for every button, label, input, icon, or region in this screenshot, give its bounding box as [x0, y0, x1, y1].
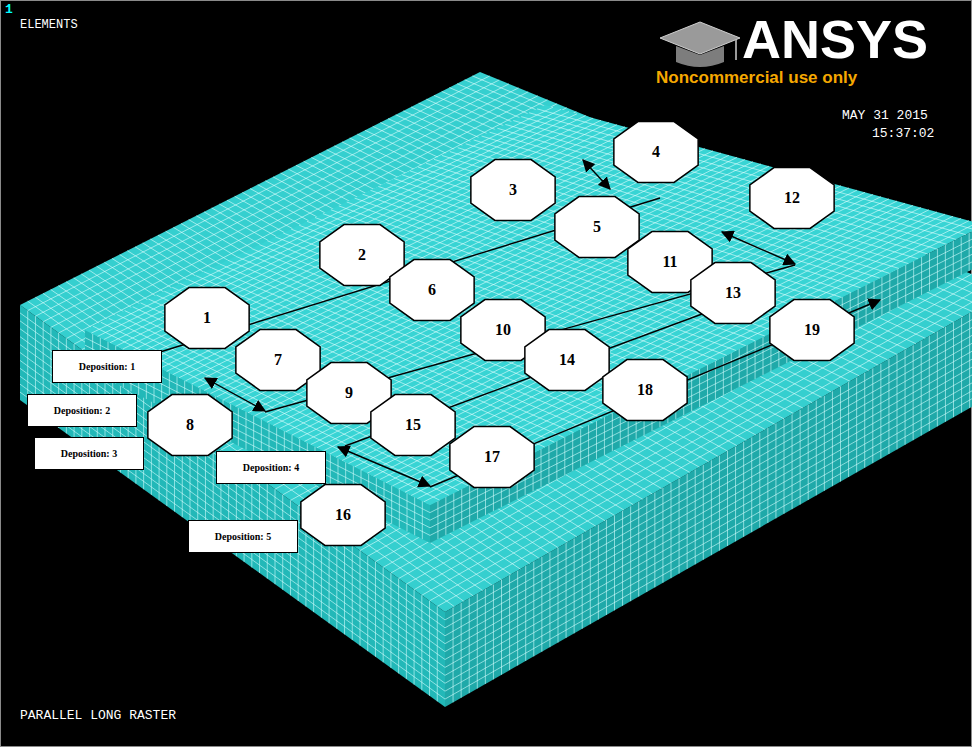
callout-number: 17	[484, 448, 500, 466]
callout-number: 18	[637, 381, 653, 399]
callout-number: 5	[593, 218, 601, 236]
plot-title: PARALLEL LONG RASTER	[20, 708, 176, 723]
date-stamp: MAY 31 2015	[842, 108, 928, 123]
logo-text: ANSYS	[742, 8, 928, 70]
deposition-label: Deposition: 4	[243, 462, 299, 473]
callout-octagon: 16	[300, 484, 386, 546]
callout-octagon: 6	[389, 259, 475, 321]
callout-octagon: 18	[602, 359, 688, 421]
callout-number: 4	[652, 143, 660, 161]
callout-octagon: 12	[749, 167, 835, 229]
deposition-label: Deposition: 1	[79, 361, 135, 372]
raster-tracks	[160, 160, 880, 487]
callout-number: 19	[804, 321, 820, 339]
plot-type: ELEMENTS	[20, 18, 78, 32]
callout-octagon: 15	[370, 394, 456, 456]
callout-octagon: 13	[690, 262, 776, 324]
deposition-label: Deposition: 2	[54, 405, 110, 416]
callout-number: 13	[725, 284, 741, 302]
logo-mortarboard	[660, 22, 740, 67]
watermark: Noncommercial use only	[656, 68, 857, 88]
mesh-lines	[28, 76, 972, 607]
deposition-label: Deposition: 5	[215, 531, 271, 542]
callout-number: 15	[405, 416, 421, 434]
mesh-lines	[91, 107, 972, 502]
callout-number: 14	[559, 351, 575, 369]
callout-number: 9	[345, 384, 353, 402]
callout-number: 11	[662, 253, 677, 271]
callout-octagon: 17	[449, 426, 535, 488]
base-top-face	[20, 72, 972, 612]
callout-octagon: 1	[164, 287, 250, 349]
callout-number: 3	[509, 181, 517, 199]
callout-octagon: 8	[147, 394, 233, 456]
callout-octagon: 3	[470, 159, 556, 221]
callout-octagon: 4	[613, 121, 699, 183]
callout-octagon: 5	[554, 196, 640, 258]
callout-number: 12	[784, 189, 800, 207]
window-number: 1	[5, 2, 13, 17]
callout-number: 16	[335, 506, 351, 524]
callout-number: 1	[203, 309, 211, 327]
callout-octagon: 19	[769, 299, 855, 361]
deposition-label: Deposition: 3	[61, 448, 117, 459]
deposition-box: Deposition: 5	[188, 520, 298, 553]
deposition-box: Deposition: 1	[52, 350, 162, 383]
time-stamp: 15:37:02	[872, 126, 934, 141]
deposition-box: Deposition: 3	[34, 437, 144, 470]
callout-number: 10	[495, 321, 511, 339]
callout-number: 8	[186, 416, 194, 434]
callout-octagon: 14	[524, 329, 610, 391]
deposition-box: Deposition: 4	[216, 451, 326, 484]
callout-number: 7	[274, 351, 282, 369]
callout-number: 6	[428, 281, 436, 299]
callout-number: 2	[358, 246, 366, 264]
deposition-box: Deposition: 2	[27, 394, 137, 427]
layer-top-face	[85, 105, 972, 505]
